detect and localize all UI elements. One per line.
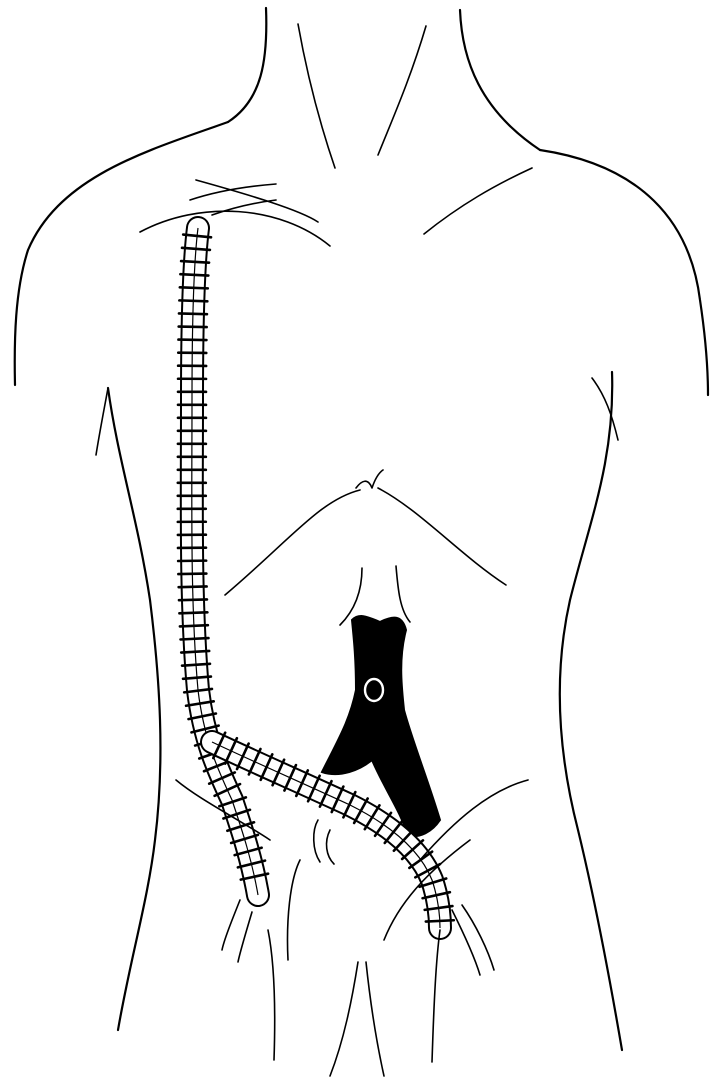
shoulder-right-outline bbox=[540, 150, 708, 395]
armpit-left-crease bbox=[96, 388, 108, 455]
midline-right bbox=[366, 962, 384, 1076]
groin-right-b bbox=[462, 905, 494, 970]
xiphoid-notch bbox=[356, 470, 383, 488]
subclavian-wires bbox=[190, 180, 318, 222]
groin-left-a bbox=[222, 900, 240, 950]
clavicle-left bbox=[140, 211, 330, 246]
costal-margin-left bbox=[225, 490, 360, 595]
flank-right-outline bbox=[560, 372, 622, 1050]
armpit-right-crease bbox=[592, 378, 618, 440]
groin-left-b bbox=[238, 912, 252, 962]
groin-inner-right bbox=[432, 930, 440, 1062]
bowel-sketch-2 bbox=[327, 830, 334, 864]
costal-margin-right bbox=[378, 488, 506, 585]
groin-right-a bbox=[452, 910, 480, 975]
clavicle-right bbox=[424, 168, 532, 234]
rectus-line-right bbox=[396, 566, 410, 622]
inguinal-left bbox=[288, 860, 301, 960]
sternocleidomastoid-left bbox=[298, 24, 335, 168]
neck-right-outline bbox=[460, 10, 540, 150]
sternocleidomastoid-right bbox=[378, 26, 426, 155]
flank-left-outline bbox=[108, 388, 160, 1030]
bowel-sketch-1 bbox=[314, 820, 320, 862]
neck-left-outline bbox=[228, 8, 266, 122]
groin-inner-left bbox=[268, 930, 275, 1060]
wire-middle bbox=[190, 184, 276, 200]
torso-outline bbox=[15, 8, 708, 1050]
midline-left bbox=[330, 962, 358, 1076]
